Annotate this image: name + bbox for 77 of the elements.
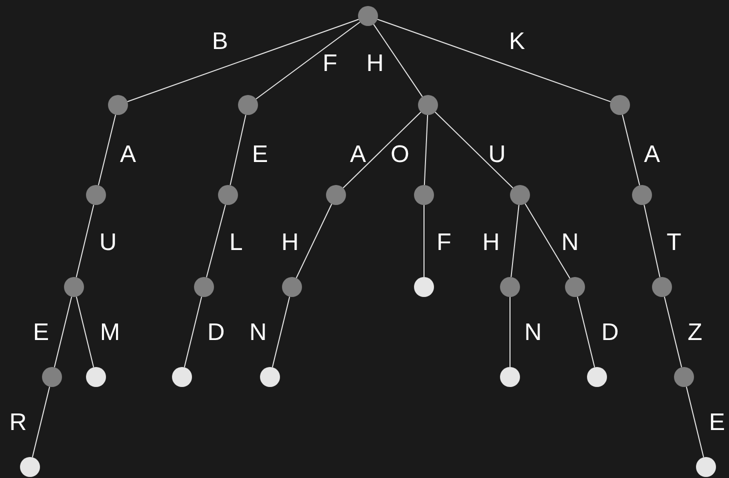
edge-label: N xyxy=(561,230,579,256)
tree-node xyxy=(696,457,716,477)
edge-label: L xyxy=(229,230,243,256)
tree-node xyxy=(500,367,520,387)
connector-line xyxy=(126,18,360,102)
tree-node xyxy=(108,95,128,115)
tree-node xyxy=(86,185,106,205)
edge-label: E xyxy=(33,320,49,346)
connector-line xyxy=(32,386,50,458)
connector-line xyxy=(98,114,116,186)
edge-label: N xyxy=(524,320,542,346)
edge-label: B xyxy=(212,29,228,55)
connector-line xyxy=(184,296,202,368)
connector-line xyxy=(342,112,422,188)
tree-node xyxy=(414,277,434,297)
edge-label: D xyxy=(601,320,619,346)
edge-label: N xyxy=(249,320,267,346)
tree-node xyxy=(358,6,378,26)
connector-line xyxy=(376,18,612,102)
tree-node xyxy=(218,185,238,205)
tree-node xyxy=(194,277,214,297)
tree-node xyxy=(500,277,520,297)
edge-label: K xyxy=(509,29,525,55)
tree-node xyxy=(418,95,438,115)
connector-line xyxy=(296,204,332,278)
edge-label: Z xyxy=(688,320,702,346)
connector-line xyxy=(576,296,596,368)
edge-label: E xyxy=(709,410,725,436)
connector-line xyxy=(686,386,704,458)
edge-label: T xyxy=(666,230,682,256)
edge-label: H xyxy=(482,230,500,256)
tree-node xyxy=(20,457,40,477)
edge-label: M xyxy=(100,320,120,346)
edge-label: D xyxy=(207,320,225,346)
edge-label: O xyxy=(390,142,410,168)
connector-line xyxy=(256,22,360,100)
tree-node xyxy=(260,367,280,387)
edge-label: A xyxy=(120,142,136,168)
tree-node xyxy=(632,185,652,205)
connector-line xyxy=(434,112,514,188)
edge-label: H xyxy=(281,230,299,256)
connector-line xyxy=(373,24,423,98)
tree-node xyxy=(414,185,434,205)
tree-node xyxy=(510,185,530,205)
tree-node xyxy=(610,95,630,115)
connector-line xyxy=(664,296,682,368)
connector-line xyxy=(524,203,570,279)
tree-node xyxy=(652,277,672,297)
tree-node xyxy=(86,367,106,387)
connector-line xyxy=(206,204,226,278)
tree-node xyxy=(587,367,607,387)
edge-label: E xyxy=(252,142,268,168)
tree-node xyxy=(42,367,62,387)
edge-label: A xyxy=(350,142,366,168)
connector-line xyxy=(76,204,94,278)
edge-label: A xyxy=(644,142,660,168)
tree-node xyxy=(674,367,694,387)
tree-node xyxy=(282,277,302,297)
tree-node xyxy=(326,185,346,205)
edge-label: U xyxy=(99,230,117,256)
edge-label: U xyxy=(488,142,506,168)
tree-node xyxy=(172,367,192,387)
tree-node xyxy=(64,277,84,297)
edge-label: R xyxy=(9,410,27,436)
connector-line xyxy=(424,114,428,186)
tree-node xyxy=(565,277,585,297)
connector-line xyxy=(644,204,660,278)
edge-label: H xyxy=(366,51,384,77)
tree-node xyxy=(238,95,258,115)
connector-line xyxy=(230,114,246,186)
connector-line xyxy=(54,296,72,368)
connector-line xyxy=(510,204,520,278)
edge-label: F xyxy=(322,51,338,77)
edge-label: F xyxy=(436,230,452,256)
connector-line xyxy=(622,114,640,186)
connector-line xyxy=(76,296,94,368)
connector-line xyxy=(272,296,290,368)
